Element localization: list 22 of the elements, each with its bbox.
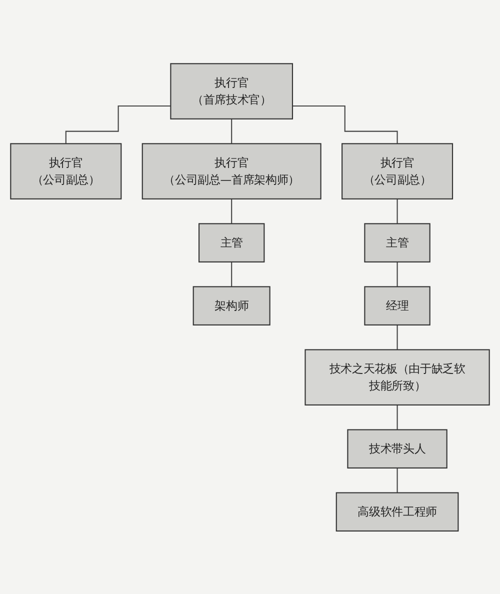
connector: [396, 198, 398, 224]
node-box: [170, 62, 294, 120]
org-chart: 执行官 （首席技术官） 执行官 （公司副总） 执行官 （公司副总—首席架构师） 执行官 （公司副总） 主管 主管 架构师 经理 技术之天花板（由于缺乏软技能所致） 技术带头人 高级软件工程师: [5, 58, 495, 536]
connector: [396, 261, 398, 287]
connector: [65, 105, 171, 144]
node-box: [347, 428, 448, 468]
connector: [231, 198, 232, 224]
connector: [396, 467, 398, 493]
node-box: [142, 142, 322, 200]
connector: [396, 404, 398, 430]
connector: [231, 118, 232, 144]
node-box: [304, 348, 490, 406]
connector: [231, 261, 232, 287]
node-box: [192, 286, 270, 326]
node-box: [364, 222, 430, 262]
node-box: [10, 142, 122, 200]
connector: [396, 324, 398, 350]
node-box: [198, 222, 265, 262]
node-box: [342, 142, 454, 200]
connector: [292, 105, 398, 144]
node-box: [364, 286, 430, 326]
node-box: [336, 492, 459, 532]
